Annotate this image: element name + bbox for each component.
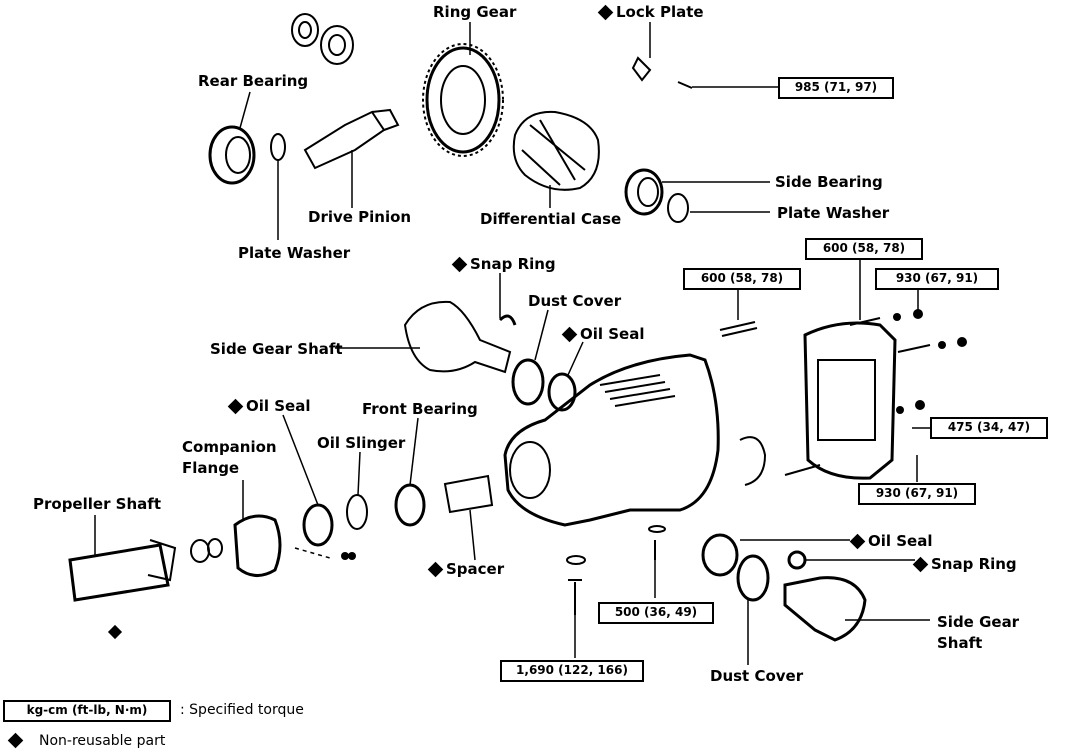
label-side-gear-shaft: Side Gear Shaft	[210, 340, 343, 358]
side-gear-shaft-part-2	[783, 576, 867, 642]
nonreusable-diamond-icon	[7, 732, 24, 749]
nonreusable-diamond-icon	[227, 398, 244, 414]
label-oil-seal-2: Oil Seal	[227, 397, 311, 415]
label-lock-plate-text: Lock Plate	[616, 3, 704, 21]
bolt-600a	[719, 321, 758, 337]
rear-bearing-part	[208, 125, 256, 185]
label-spacer: Spacer	[427, 560, 505, 578]
label-dust-cover: Dust Cover	[528, 292, 622, 310]
front-bearing-part	[394, 483, 426, 527]
nonreusable-diamond-icon	[561, 326, 578, 342]
label-propeller-shaft: Propeller Shaft	[33, 495, 161, 513]
nonreusable-diamond-icon	[849, 533, 866, 549]
label-oil-slinger: Oil Slinger	[317, 434, 406, 452]
torque-500: 500 (36, 49)	[598, 602, 714, 624]
label-oil-seal-2-text: Oil Seal	[246, 397, 311, 415]
label-dust-cover-2: Dust Cover	[710, 667, 804, 685]
label-spacer-text: Spacer	[446, 560, 505, 578]
snap-ring-part-2	[787, 550, 807, 570]
label-differential-case: Differential Case	[480, 210, 622, 228]
small-bearing	[320, 25, 354, 65]
label-plate-washer: Plate Washer	[238, 244, 351, 262]
oil-seal-part-2	[302, 503, 334, 547]
rear-cover-part	[803, 321, 897, 480]
label-side-bearing: Side Bearing	[775, 173, 883, 191]
label-snap-ring-2-text: Snap Ring	[931, 555, 1017, 573]
oil-seal-part-3	[701, 533, 739, 577]
label-snap-ring-2: Snap Ring	[912, 555, 1017, 573]
torque-1690: 1,690 (122, 166)	[500, 660, 644, 682]
dust-cover-part-2	[736, 554, 770, 602]
label-snap-ring-text: Snap Ring	[470, 255, 556, 273]
label-companion: Companion	[182, 438, 277, 456]
label-rear-bearing: Rear Bearing	[198, 72, 309, 90]
legend-torque-key: kg-cm (ft-lb, N·m)	[3, 700, 171, 722]
plate-washer-part-2	[667, 193, 689, 223]
torque-985: 985 (71, 97)	[778, 77, 894, 99]
label-oil-seal-text: Oil Seal	[580, 325, 645, 343]
side-gear-shaft-part	[403, 300, 512, 374]
plate-washer-part	[270, 133, 286, 161]
label-ring-gear: Ring Gear	[433, 3, 517, 21]
label-lock-plate: Lock Plate	[597, 3, 704, 21]
label-front-bearing: Front Bearing	[362, 400, 478, 418]
nonreusable-diamond-icon	[451, 256, 468, 272]
oil-slinger-part	[346, 494, 368, 530]
label-plate-washer-2: Plate Washer	[777, 204, 890, 222]
nonreusable-diamond-icon	[912, 556, 929, 572]
torque-600a: 600 (58, 78)	[683, 268, 801, 290]
side-bearing-part	[624, 168, 664, 216]
spacer-part	[443, 474, 494, 514]
torque-600b: 600 (58, 78)	[805, 238, 923, 260]
legend-nonreusable: Non-reusable part	[7, 732, 166, 750]
dust-cover-part	[511, 358, 545, 406]
snap-ring-part	[498, 314, 517, 326]
small-bearing-ring	[291, 13, 319, 47]
torque-475: 475 (34, 47)	[930, 417, 1048, 439]
label-shaft: Shaft	[937, 634, 983, 652]
propeller-shaft-part	[68, 543, 170, 602]
label-snap-ring: Snap Ring	[451, 255, 556, 273]
ring-gear-part	[425, 46, 501, 154]
label-oil-seal: Oil Seal	[561, 325, 645, 343]
bolt-1690	[568, 579, 582, 615]
drive-pinion-part	[303, 110, 386, 170]
label-flange: Flange	[182, 459, 240, 477]
differential-carrier-housing	[503, 353, 720, 527]
label-oil-seal-3-text: Oil Seal	[868, 532, 933, 550]
nonreusable-diamond-icon	[597, 4, 614, 20]
companion-flange-part	[233, 514, 282, 577]
label-side-gear: Side Gear	[937, 613, 1020, 631]
torque-930b: 930 (67, 91)	[858, 483, 976, 505]
label-drive-pinion: Drive Pinion	[308, 208, 412, 226]
legend-nonreusable-text: Non-reusable part	[39, 733, 166, 749]
oil-seal-part	[547, 372, 577, 412]
nonreusable-diamond-icon	[427, 561, 444, 577]
torque-930a: 930 (67, 91)	[875, 268, 999, 290]
lock-plate-part	[631, 56, 652, 82]
differential-case-part	[512, 110, 600, 191]
nonreusable-marker	[107, 624, 123, 640]
legend-torque-desc: : Specified torque	[180, 702, 304, 718]
label-oil-seal-3: Oil Seal	[849, 532, 933, 550]
